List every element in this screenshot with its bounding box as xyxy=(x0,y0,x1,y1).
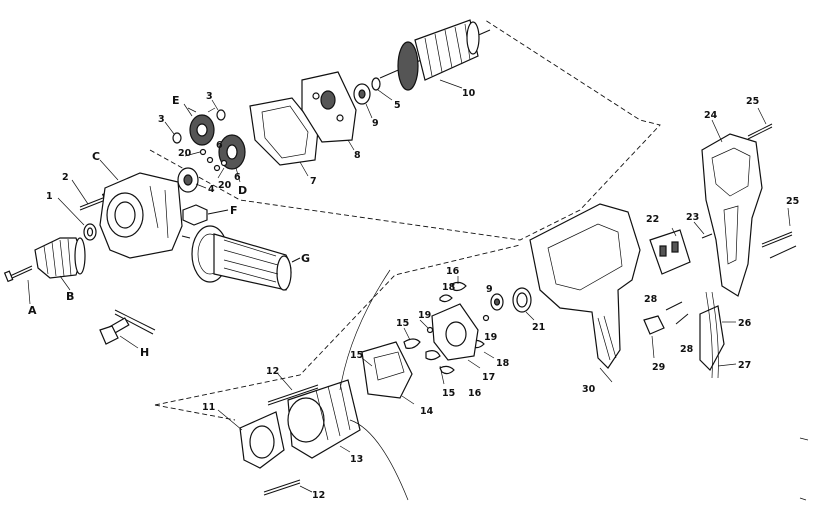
label-c: C xyxy=(92,150,100,163)
part-d-gear xyxy=(218,134,246,183)
part-25-screws xyxy=(747,107,797,259)
label-29: 29 xyxy=(652,362,665,373)
assembly-guide-lines xyxy=(149,19,661,421)
part-c-gear-case xyxy=(99,159,183,259)
part-10-armature xyxy=(379,19,491,91)
label-2: 2 xyxy=(62,172,69,183)
label-a: A xyxy=(28,304,37,317)
part-1-washer xyxy=(57,197,97,241)
label-9a: 9 xyxy=(372,118,379,129)
part-17-end-plate xyxy=(431,303,481,369)
label-18a: 18 xyxy=(442,282,456,293)
label-15c: 15 xyxy=(442,388,455,399)
part-24-handle xyxy=(701,119,763,297)
part-27-cord xyxy=(705,291,737,379)
label-8: 8 xyxy=(354,150,361,161)
part-7-gasket xyxy=(249,97,319,177)
part-4-bearing xyxy=(177,167,207,193)
part-13-field xyxy=(287,269,409,501)
label-16a: 16 xyxy=(446,266,460,277)
part-19-pins xyxy=(419,314,490,334)
part-a-screw xyxy=(3,265,33,305)
part-22-switch xyxy=(649,227,691,275)
label-18b: 18 xyxy=(496,358,510,369)
part-11-end-bell xyxy=(217,409,285,469)
label-20a: 20 xyxy=(178,148,192,159)
label-23: 23 xyxy=(686,212,699,223)
label-20b: 20 xyxy=(218,180,232,191)
label-3a: 3 xyxy=(158,114,165,125)
label-e: E xyxy=(172,94,180,107)
label-11: 11 xyxy=(202,402,215,413)
label-28b: 28 xyxy=(680,344,694,355)
label-24: 24 xyxy=(704,110,718,121)
part-g-side-handle xyxy=(181,225,301,291)
part-f-nut xyxy=(182,204,229,226)
edge-ticks xyxy=(799,437,809,501)
label-12b: 12 xyxy=(312,490,325,501)
part-14-brush-holder xyxy=(361,341,415,405)
label-28a: 28 xyxy=(644,294,658,305)
label-19a: 19 xyxy=(418,310,431,321)
part-29-cord-clamp xyxy=(643,315,665,359)
label-15a: 15 xyxy=(350,350,363,361)
label-19b: 19 xyxy=(484,332,497,343)
label-22: 22 xyxy=(646,214,659,225)
label-15b: 15 xyxy=(396,318,409,329)
part-h-chuck-key xyxy=(99,309,156,349)
label-12a: 12 xyxy=(266,366,279,377)
label-6b: 6 xyxy=(234,172,241,183)
part-labels: A B 1 2 C F G E 3 3 20 6 6 20 4 D 7 8 9 … xyxy=(28,88,799,501)
label-27: 27 xyxy=(738,360,751,371)
part-8-bearing-plate xyxy=(301,71,357,151)
label-17: 17 xyxy=(482,372,495,383)
part-9-bearing-lower xyxy=(490,293,504,311)
part-15-brushes xyxy=(361,327,445,385)
label-9b: 9 xyxy=(486,284,493,295)
label-25a: 25 xyxy=(746,96,759,107)
label-5: 5 xyxy=(394,100,401,111)
part-30-motor-housing xyxy=(529,203,641,383)
label-21: 21 xyxy=(532,322,545,333)
part-12-screws xyxy=(263,373,319,496)
label-3b: 3 xyxy=(206,91,213,102)
part-6-20-pins xyxy=(184,148,228,179)
label-6a: 6 xyxy=(216,140,223,151)
label-10: 10 xyxy=(462,88,476,99)
label-1: 1 xyxy=(46,191,53,202)
label-4: 4 xyxy=(208,184,215,195)
label-14: 14 xyxy=(420,406,434,417)
part-26-cord-protector xyxy=(699,305,736,371)
part-21-bearing-ring xyxy=(512,287,535,321)
part-5-ring xyxy=(371,77,393,101)
part-e-gear xyxy=(183,103,216,146)
label-f: F xyxy=(230,204,238,217)
part-9-bearing-upper xyxy=(353,83,373,119)
part-28-screws xyxy=(665,301,689,325)
label-25b: 25 xyxy=(786,196,799,207)
label-h: H xyxy=(140,346,149,359)
label-30: 30 xyxy=(582,384,596,395)
part-3-washers xyxy=(164,99,226,144)
label-b: B xyxy=(66,290,74,303)
label-d: D xyxy=(238,184,247,197)
label-7: 7 xyxy=(310,176,317,187)
part-b-chuck xyxy=(34,237,86,291)
part-23-pin xyxy=(693,221,713,239)
label-13: 13 xyxy=(350,454,363,465)
label-26: 26 xyxy=(738,318,752,329)
label-g: G xyxy=(301,252,310,265)
label-16b: 16 xyxy=(468,388,482,399)
